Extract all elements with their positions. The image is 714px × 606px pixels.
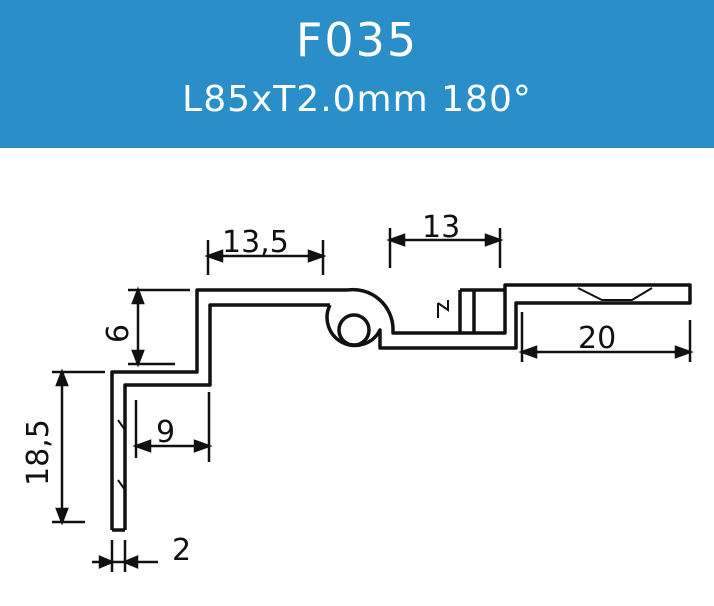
dim-label-thickness: 2 [172,533,191,568]
profile-left-leg-inner [123,303,330,530]
knuckle-pin [337,313,371,347]
dim-top-left [204,240,327,275]
dim-label-right-leaf: 20 [578,321,616,356]
dim-label-offset-width: 9 [156,415,175,450]
profile-drawing: 13,5 13 20 9 18,5 [21,210,694,572]
dim-label-top-right: 13 [422,210,460,245]
profile-knuckle [325,283,692,350]
product-code: F035 [295,13,419,67]
dim-top-right [386,228,504,268]
profile-left-leg [110,288,348,530]
dim-upper-height [128,286,190,368]
dim-label-upper-height: 9 [98,324,133,343]
product-spec: L85xT2.0mm 180° [182,79,532,120]
dim-offset-width [132,392,213,462]
detail-marks [117,287,653,491]
dim-lower-height [52,368,105,526]
dim-label-lower-height: 18,5 [21,419,56,486]
hinge-profile [110,283,692,532]
dim-label-top-left: 13,5 [222,225,289,260]
title-banner: F035 L85xT2.0mm 180° [0,0,714,148]
dim-thickness [92,540,158,572]
profile-slot [458,288,505,333]
dim-right-leaf [518,312,694,362]
